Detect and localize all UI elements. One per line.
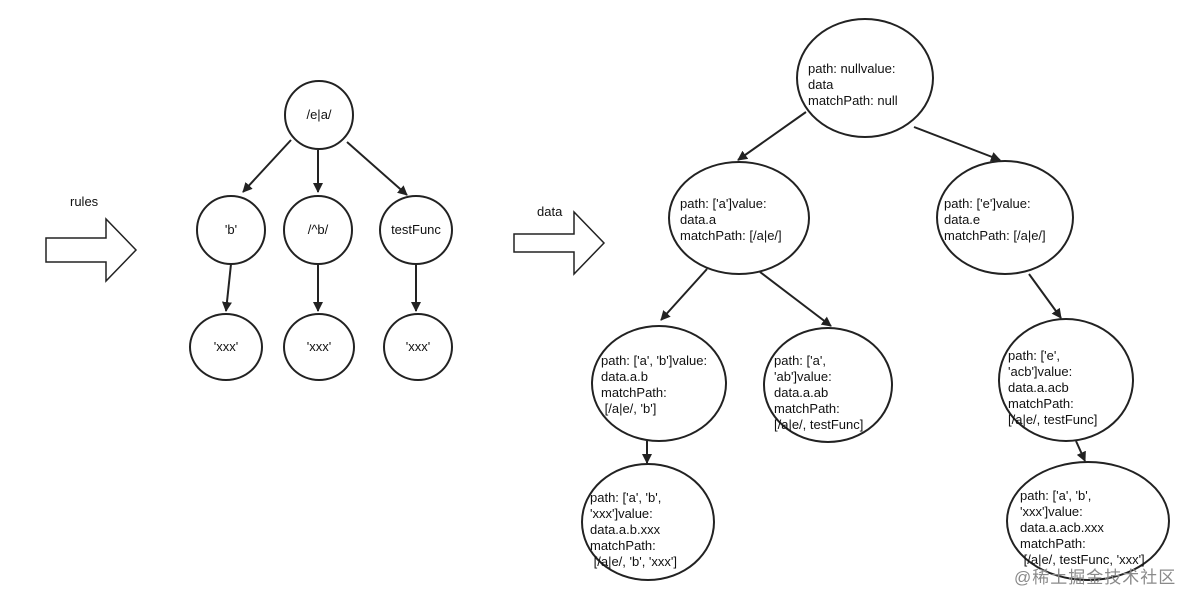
edge-root-testfunc [346,141,408,196]
data-node-a-b [591,325,727,442]
edge-root-a [737,111,807,161]
rule-key-label: /^b/ [307,222,329,237]
rule-key-node-b: 'b' [196,195,266,265]
rules-label: rules [70,194,99,209]
data-node-e-label: path: ['e']value: data.e matchPath: [/a|… [944,196,1046,243]
data-node-a-b-label: path: ['a', 'b']value: data.a.b matchPat… [601,353,708,416]
data-root-node [796,18,934,138]
data-node-a [668,161,810,275]
rule-value-label: 'xxx' [405,339,431,354]
data-node-e [936,160,1074,275]
watermark-text: @稀土掘金技术社区 [1014,568,1177,587]
rule-value-label: 'xxx' [213,339,239,354]
data-node-a-ab-label: path: ['a', 'ab']value: data.a.ab matchP… [774,353,864,432]
data-node-a-ab [763,327,893,443]
data-root-label: path: nullvalue: data matchPath: null [808,61,898,108]
data-node-e-acb-label: path: ['e', 'acb']value: data.a.acb matc… [1008,348,1098,427]
rule-key-node-regex: /^b/ [283,195,353,265]
rule-key-label: testFunc [391,222,441,237]
edge-root-e [913,126,1001,162]
rule-root-node: /e|a/ [284,80,354,150]
edge-a-ab-b [660,268,708,321]
rule-key-node-testfunc: testFunc [379,195,453,265]
rules-block-arrow [45,217,138,283]
data-node-acb-xxx-label: path: ['a', 'b', 'xxx']value: data.a.acb… [1020,488,1145,567]
rule-value-label: 'xxx' [306,339,332,354]
rule-value-node: 'xxx' [283,313,355,381]
edge-root-b [242,139,292,193]
data-label: data [537,204,563,219]
data-node-a-b-xxx-label: path: ['a', 'b', 'xxx']value: data.a.b.x… [590,490,678,569]
data-node-a-label: path: ['a']value: data.a matchPath: [/a|… [680,196,782,243]
rule-value-node: 'xxx' [189,313,263,381]
data-node-e-acb [998,318,1134,442]
data-node-a-b-xxx [581,463,715,581]
edge-b-xxx [221,263,232,312]
edge-a-ab [759,271,832,327]
data-block-arrow [513,210,606,276]
data-node-acb-xxx [1006,461,1170,581]
rule-key-label: 'b' [224,222,238,237]
edge-e-acb [1028,273,1062,319]
edge-acb-xxx [1075,440,1086,462]
rule-root-label: /e|a/ [306,107,332,122]
rule-value-node: 'xxx' [383,313,453,381]
